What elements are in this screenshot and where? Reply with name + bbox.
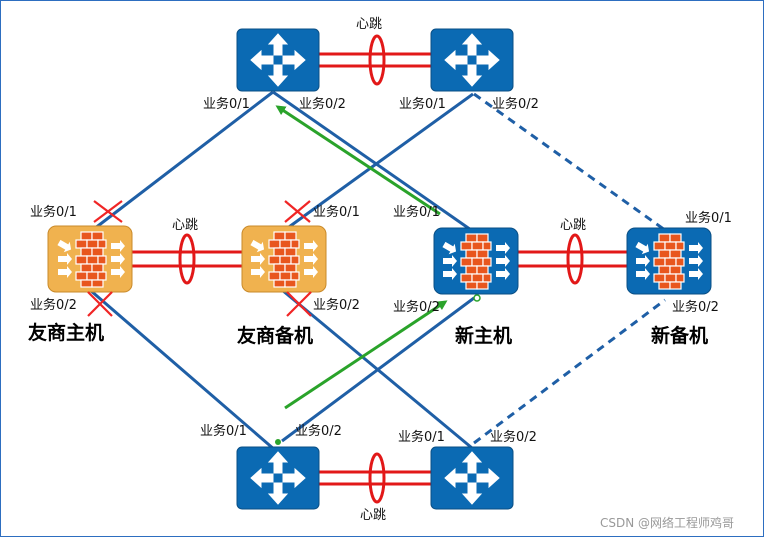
port-label: 业务0/1: [313, 204, 360, 220]
port-label: 业务0/1: [30, 204, 77, 220]
heartbeat-links: [132, 34, 628, 504]
migration-arrows: [275, 105, 448, 410]
port-label: 业务0/2: [295, 423, 342, 439]
heartbeat-ring-new: [566, 233, 584, 285]
link-tl-oldmaster: [89, 90, 274, 234]
port-label: 业务0/2: [299, 96, 346, 112]
router-icon: [430, 28, 514, 92]
device-name-old-master: 友商主机: [28, 321, 104, 344]
cross-icon: [286, 291, 312, 317]
port-label: 业务0/2: [393, 299, 440, 315]
device-name-new-backup: 新备机: [651, 324, 708, 347]
port-label: 业务0/1: [685, 210, 732, 226]
device-name-old-backup: 友商备机: [237, 324, 313, 347]
port-labels: 业务0/1 业务0/2 业务0/1 业务0/2 业务0/1 业务0/2 业务0/…: [30, 96, 732, 445]
port-label: 业务0/1: [393, 204, 440, 220]
link-tl-newmaster: [272, 90, 475, 234]
link-tr-newbackup: [473, 92, 666, 232]
cross-icon: [87, 291, 113, 317]
heartbeat-ring-bottom: [368, 452, 386, 504]
heartbeat-label-top: 心跳: [356, 17, 382, 32]
router-icon: [236, 446, 320, 510]
heartbeat-label-old: 心跳: [172, 218, 198, 233]
heartbeat-ring-top: [368, 34, 386, 86]
router-icon: [430, 446, 514, 510]
port-label: 业务0/2: [30, 297, 77, 313]
disconnect-marks: [87, 200, 312, 317]
cross-icon: [284, 200, 311, 223]
link-bl-oldmaster: [89, 288, 276, 452]
heartbeat-label-new: 心跳: [560, 218, 586, 233]
port-label: 业务0/2: [492, 96, 539, 112]
port-label: 业务0/1: [200, 423, 247, 439]
port-dot-bottom-router: [275, 439, 281, 445]
link-tr-oldbackup: [281, 92, 474, 234]
service-links: [89, 90, 475, 452]
port-label: 业务0/1: [203, 96, 250, 112]
standby-links: [473, 92, 666, 445]
arrow-to-top-router: [275, 105, 441, 216]
router-icon: [236, 28, 320, 92]
cross-icon: [93, 200, 123, 223]
port-dot-new-master: [473, 294, 481, 302]
firewall-old-backup: [241, 225, 327, 293]
firewall-new-master: [433, 227, 519, 295]
link-br-oldbackup: [281, 288, 473, 450]
link-br-newbackup: [473, 298, 666, 445]
port-label: 业务0/2: [490, 429, 537, 445]
watermark: CSDN @网络工程师鸡哥: [600, 515, 734, 530]
arrow-to-new-master: [284, 300, 448, 410]
heartbeat-ring-old: [178, 233, 196, 285]
firewall-old-master: [47, 225, 133, 293]
heartbeat-label-bottom: 心跳: [360, 508, 386, 523]
port-label: 业务0/2: [672, 299, 719, 315]
port-label: 业务0/1: [399, 96, 446, 112]
device-name-new-master: 新主机: [455, 324, 512, 347]
port-label: 业务0/2: [313, 297, 360, 313]
port-label: 业务0/1: [398, 429, 445, 445]
firewall-new-backup: [626, 227, 712, 295]
